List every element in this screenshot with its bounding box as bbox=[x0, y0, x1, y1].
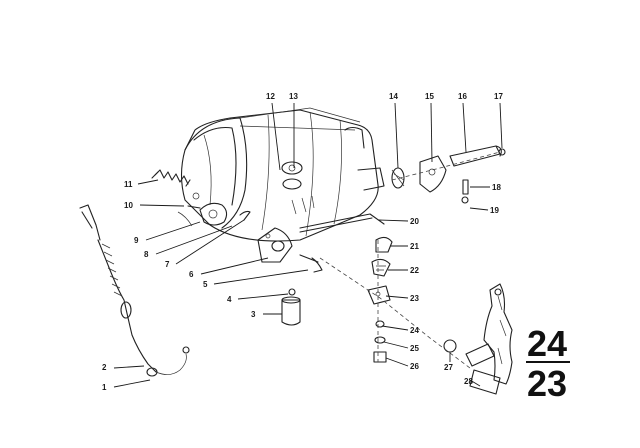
selector-cable[interactable] bbox=[79, 204, 190, 377]
callout-5: 5 bbox=[203, 280, 208, 289]
linkage-parts[interactable] bbox=[367, 236, 393, 363]
callout-3: 3 bbox=[251, 310, 256, 319]
assembly-lines bbox=[319, 151, 501, 369]
callout-18: 18 bbox=[492, 183, 501, 192]
callout-24: 24 bbox=[410, 326, 419, 335]
shift-lever-plate[interactable] bbox=[257, 227, 323, 273]
page-ref-bottom: 23 bbox=[527, 363, 567, 404]
callout-8: 8 bbox=[144, 250, 149, 259]
callout-labels: 1 2 3 4 5 6 7 8 9 10 11 12 13 14 15 16 1… bbox=[102, 92, 503, 392]
page-reference: 24 23 bbox=[526, 323, 570, 404]
callout-7: 7 bbox=[165, 260, 170, 269]
callout-21: 21 bbox=[410, 242, 419, 251]
callout-19: 19 bbox=[490, 206, 499, 215]
callout-25: 25 bbox=[410, 344, 419, 353]
upper-shaft-parts[interactable] bbox=[282, 145, 506, 204]
callout-9: 9 bbox=[134, 236, 139, 245]
selector-bracket[interactable] bbox=[443, 283, 513, 395]
page-ref-top: 24 bbox=[527, 323, 567, 364]
callout-15: 15 bbox=[425, 92, 434, 101]
spring-part[interactable] bbox=[151, 169, 191, 187]
callout-16: 16 bbox=[458, 92, 467, 101]
callout-13: 13 bbox=[289, 92, 298, 101]
callout-22: 22 bbox=[410, 266, 419, 275]
callout-6: 6 bbox=[189, 270, 194, 279]
callout-28: 28 bbox=[464, 377, 473, 386]
shift-rod[interactable] bbox=[299, 213, 385, 233]
callout-27: 27 bbox=[444, 363, 453, 372]
callout-12: 12 bbox=[266, 92, 275, 101]
leader-lines bbox=[113, 102, 503, 388]
callout-23: 23 bbox=[410, 294, 419, 303]
callout-10: 10 bbox=[124, 201, 133, 210]
callout-20: 20 bbox=[410, 217, 419, 226]
callout-4: 4 bbox=[227, 295, 232, 304]
callout-17: 17 bbox=[494, 92, 503, 101]
transmission-housing[interactable] bbox=[180, 107, 385, 242]
bushing-part[interactable] bbox=[281, 288, 301, 326]
callout-14: 14 bbox=[389, 92, 398, 101]
selector-lever-assembly[interactable] bbox=[177, 192, 251, 227]
callout-26: 26 bbox=[410, 362, 419, 371]
callout-2: 2 bbox=[102, 363, 107, 372]
callout-1: 1 bbox=[102, 383, 107, 392]
callout-11: 11 bbox=[124, 180, 133, 189]
